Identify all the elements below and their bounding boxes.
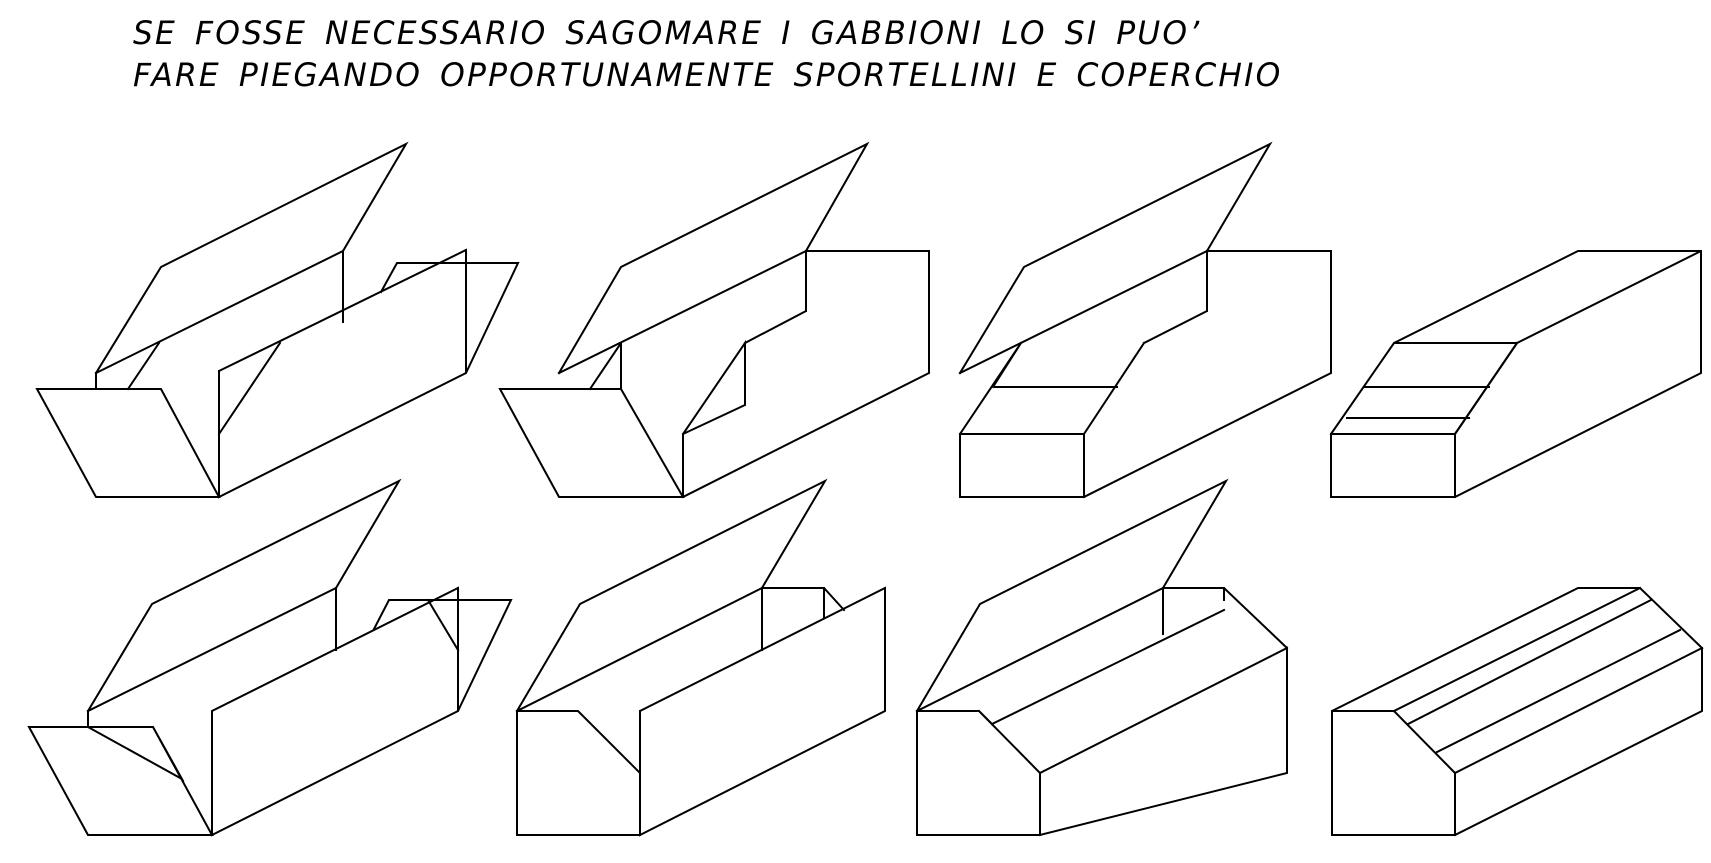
back-panel: [557, 249, 807, 375]
left-end-flap: [588, 341, 623, 391]
back-panel: [94, 249, 344, 375]
front-block: [959, 433, 1085, 498]
bottom-row-stage-1-gabion: [27, 478, 513, 837]
lid-panel: [958, 141, 1273, 375]
lid-panel: [515, 478, 828, 713]
top-face: [1331, 587, 1704, 775]
top-row-stage-1-gabion: [35, 141, 520, 499]
top-row-stage-2-gabion: [498, 141, 930, 499]
right-end-flap-open: [372, 587, 513, 712]
front-panel: [681, 250, 930, 499]
top-row-stage-3-gabion: [958, 141, 1332, 499]
back-panel: [86, 586, 337, 713]
lid-panel: [557, 141, 870, 375]
sloped-end: [958, 250, 1332, 499]
side-face: [1453, 250, 1702, 499]
side-face: [1453, 647, 1703, 837]
front-flap-open: [35, 388, 221, 498]
front-panel: [639, 586, 886, 837]
diagram-caption: SE FOSSE NECESSARIO SAGOMARE I GABBIONI …: [133, 12, 1306, 96]
front-panel: [990, 587, 1289, 837]
left-end-block: [1331, 710, 1456, 836]
left-end-block: [916, 709, 1041, 836]
left-end-flap-open: [27, 710, 214, 836]
lid-panel: [86, 478, 402, 713]
bottom-row-stage-4-gabion: [1331, 586, 1704, 837]
front-block: [1330, 433, 1456, 498]
top-face: [1393, 250, 1702, 344]
right-end-flap: [761, 587, 846, 619]
sloped-end: [1329, 341, 1519, 436]
left-end-flap: [95, 341, 282, 436]
lid-panel: [915, 478, 1229, 713]
lid-panel: [94, 141, 409, 375]
caption-line-1: SE FOSSE NECESSARIO SAGOMARE I GABBIONI …: [133, 14, 1202, 52]
right-end-flap-open: [379, 249, 520, 374]
bottom-row-stage-3-gabion: [915, 478, 1289, 837]
top-row-stage-4-gabion: [1329, 250, 1702, 499]
top-face-fold-lines: [1392, 586, 1682, 754]
front-flap-open: [498, 388, 685, 498]
caption-line-2: FARE PIEGANDO OPPORTUNAMENTE SPORTELLINI…: [133, 56, 1283, 94]
left-end-block: [516, 710, 641, 836]
bottom-row-stage-2-gabion: [515, 478, 886, 837]
